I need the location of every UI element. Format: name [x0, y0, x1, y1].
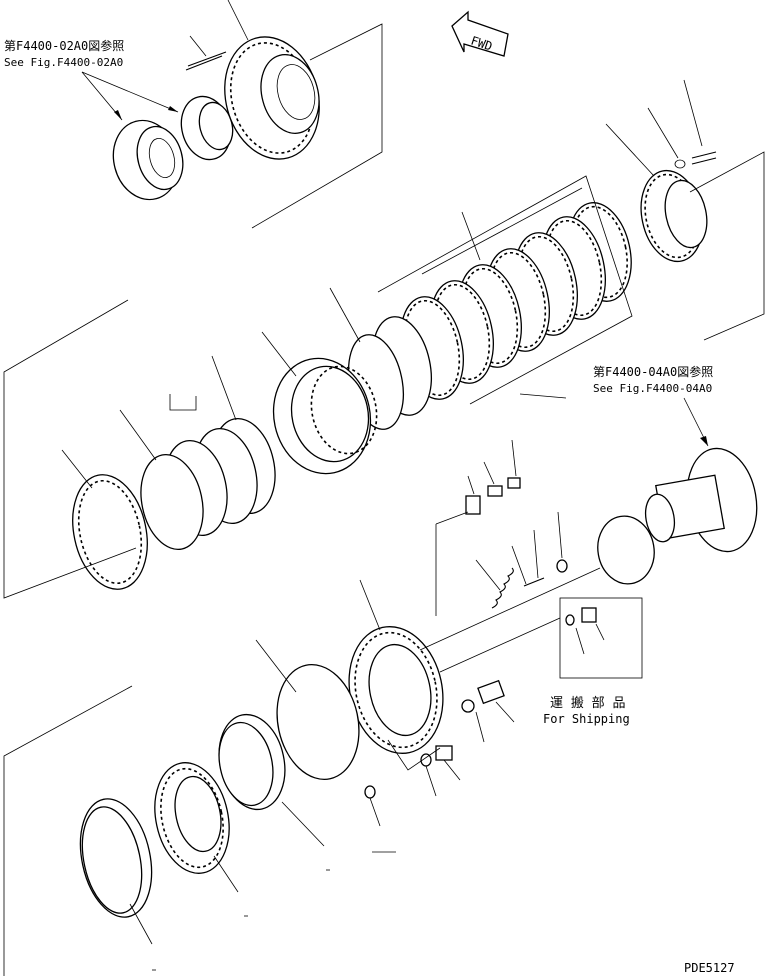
valve-parts: [435, 439, 568, 616]
drawing-code: PDE5127: [684, 961, 735, 975]
reference-note-fig04-jp: 第F4400-04A0図参照: [593, 364, 713, 379]
fwd-label: FWD: [469, 34, 494, 54]
fwd-arrow-icon: FWD: [451, 10, 509, 57]
shipping-parts-box: 運 搬 部 品 For Shipping: [543, 597, 643, 726]
reference-note-fig02-jp: 第F4400-02A0図参照: [4, 38, 124, 53]
shipping-label-jp: 運 搬 部 品: [550, 696, 625, 711]
seal-rings-left: [3, 299, 276, 599]
shipping-label-en: For Shipping: [543, 712, 630, 726]
fig02-pointers: [81, 71, 179, 121]
top-parts-group: [112, 0, 383, 229]
reference-note-fig02-en: See Fig.F4400-02A0: [4, 56, 123, 69]
reference-note-fig04-en: See Fig.F4400-04A0: [593, 382, 712, 395]
carrier-housing: [348, 567, 601, 853]
output-shaft-flange: [597, 397, 758, 585]
lower-rings: [218, 639, 360, 871]
ring-gear-group: [605, 79, 765, 341]
piston-drum: [261, 331, 378, 475]
clutch-disc-pack: [329, 175, 633, 430]
bottom-left-group: [3, 685, 248, 976]
